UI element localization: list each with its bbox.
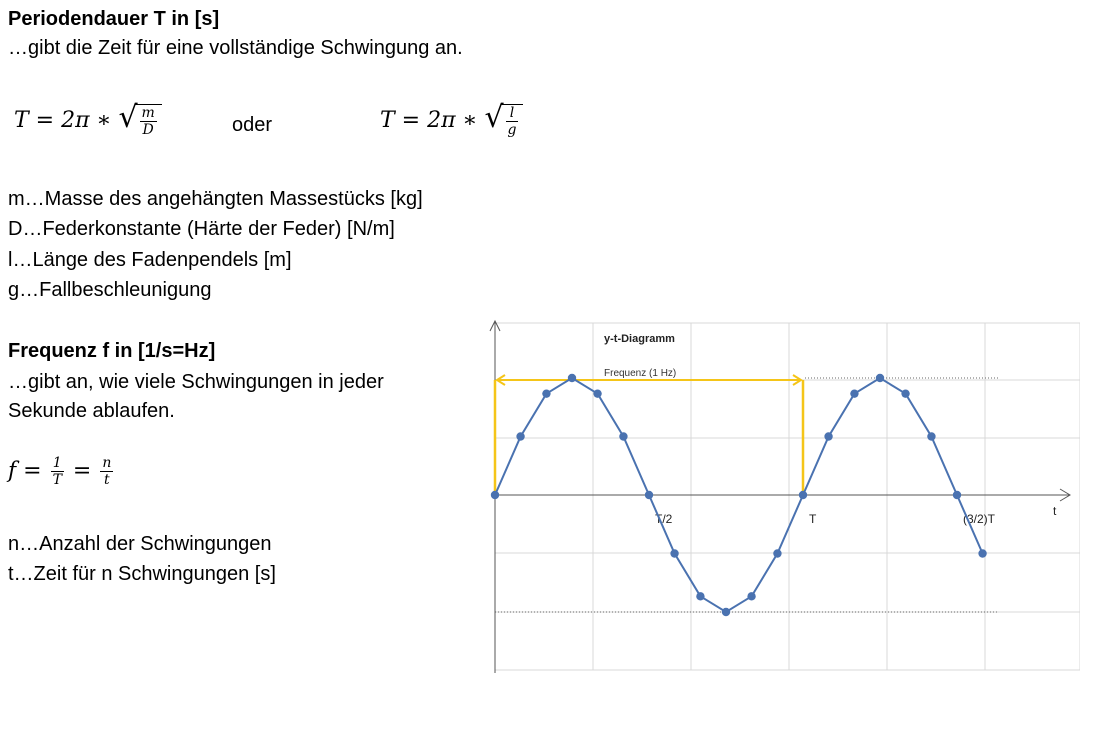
frac-num: 1 [50, 455, 64, 472]
x-tick-label: T [809, 512, 817, 526]
x-tick-label: T/2 [655, 512, 673, 526]
x-axis-label: t [1053, 504, 1057, 518]
frac-den: T [52, 472, 62, 488]
formula-lhs: T = 2π ∗ [380, 108, 478, 133]
formula-lhs: f = [8, 458, 42, 484]
data-point [773, 549, 782, 558]
data-point [644, 490, 654, 500]
frequency-arrow-left [495, 374, 506, 386]
data-point [952, 490, 962, 500]
data-point [721, 607, 731, 617]
connector-oder: oder [232, 114, 273, 136]
equals: = [72, 458, 92, 484]
frequency-description-1: …gibt an, wie viele Schwingungen in jede… [8, 371, 384, 393]
data-point [798, 490, 808, 500]
data-point [542, 389, 551, 398]
chart-title: y-t-Diagramm [604, 333, 675, 345]
legend-n: n…Anzahl der Schwingungen [8, 533, 272, 555]
data-point [490, 490, 500, 500]
frac-den: g [507, 122, 517, 138]
formula-lhs: T = 2π ∗ [14, 108, 112, 133]
data-point [567, 373, 577, 383]
frequency-arrow-right [792, 374, 803, 386]
legend-l: l…Länge des Fadenpendels [m] [8, 249, 292, 271]
y-axis-arrow [489, 319, 501, 332]
data-point [747, 592, 756, 601]
legend-d: D…Federkonstante (Härte der Feder) [N/m] [8, 218, 395, 240]
data-point [824, 432, 833, 441]
frac-den: D [142, 122, 154, 138]
data-point [978, 549, 987, 558]
frac-num: n [100, 455, 114, 472]
legend-g: g…Fallbeschleunigung [8, 279, 212, 301]
heading-period: Periodendauer T in [s] [8, 8, 220, 30]
x-axis-arrow [1059, 488, 1071, 502]
frac-den: t [104, 472, 110, 488]
data-point [901, 389, 910, 398]
period-description: …gibt die Zeit für eine vollständige Sch… [8, 37, 463, 59]
data-point [593, 389, 602, 398]
frac-num: m [139, 105, 157, 122]
data-point [516, 432, 525, 441]
data-point [927, 432, 936, 441]
legend-t: t…Zeit für n Schwingungen [s] [8, 563, 276, 585]
data-point [875, 373, 885, 383]
legend-m: m…Masse des angehängten Massestücks [kg] [8, 188, 423, 210]
plot-area [494, 322, 1080, 671]
series-line [494, 376, 984, 614]
frequency-description-2: Sekunde ablaufen. [8, 400, 175, 422]
data-point [619, 432, 628, 441]
frequency-annotation-label: Frequenz (1 Hz) [604, 368, 676, 379]
data-point [696, 592, 705, 601]
x-tick-label: (3/2)T [963, 512, 996, 526]
data-point [850, 389, 859, 398]
heading-frequency: Frequenz f in [1/s=Hz] [8, 340, 216, 362]
data-point [670, 549, 679, 558]
frac-num: l [505, 105, 519, 122]
